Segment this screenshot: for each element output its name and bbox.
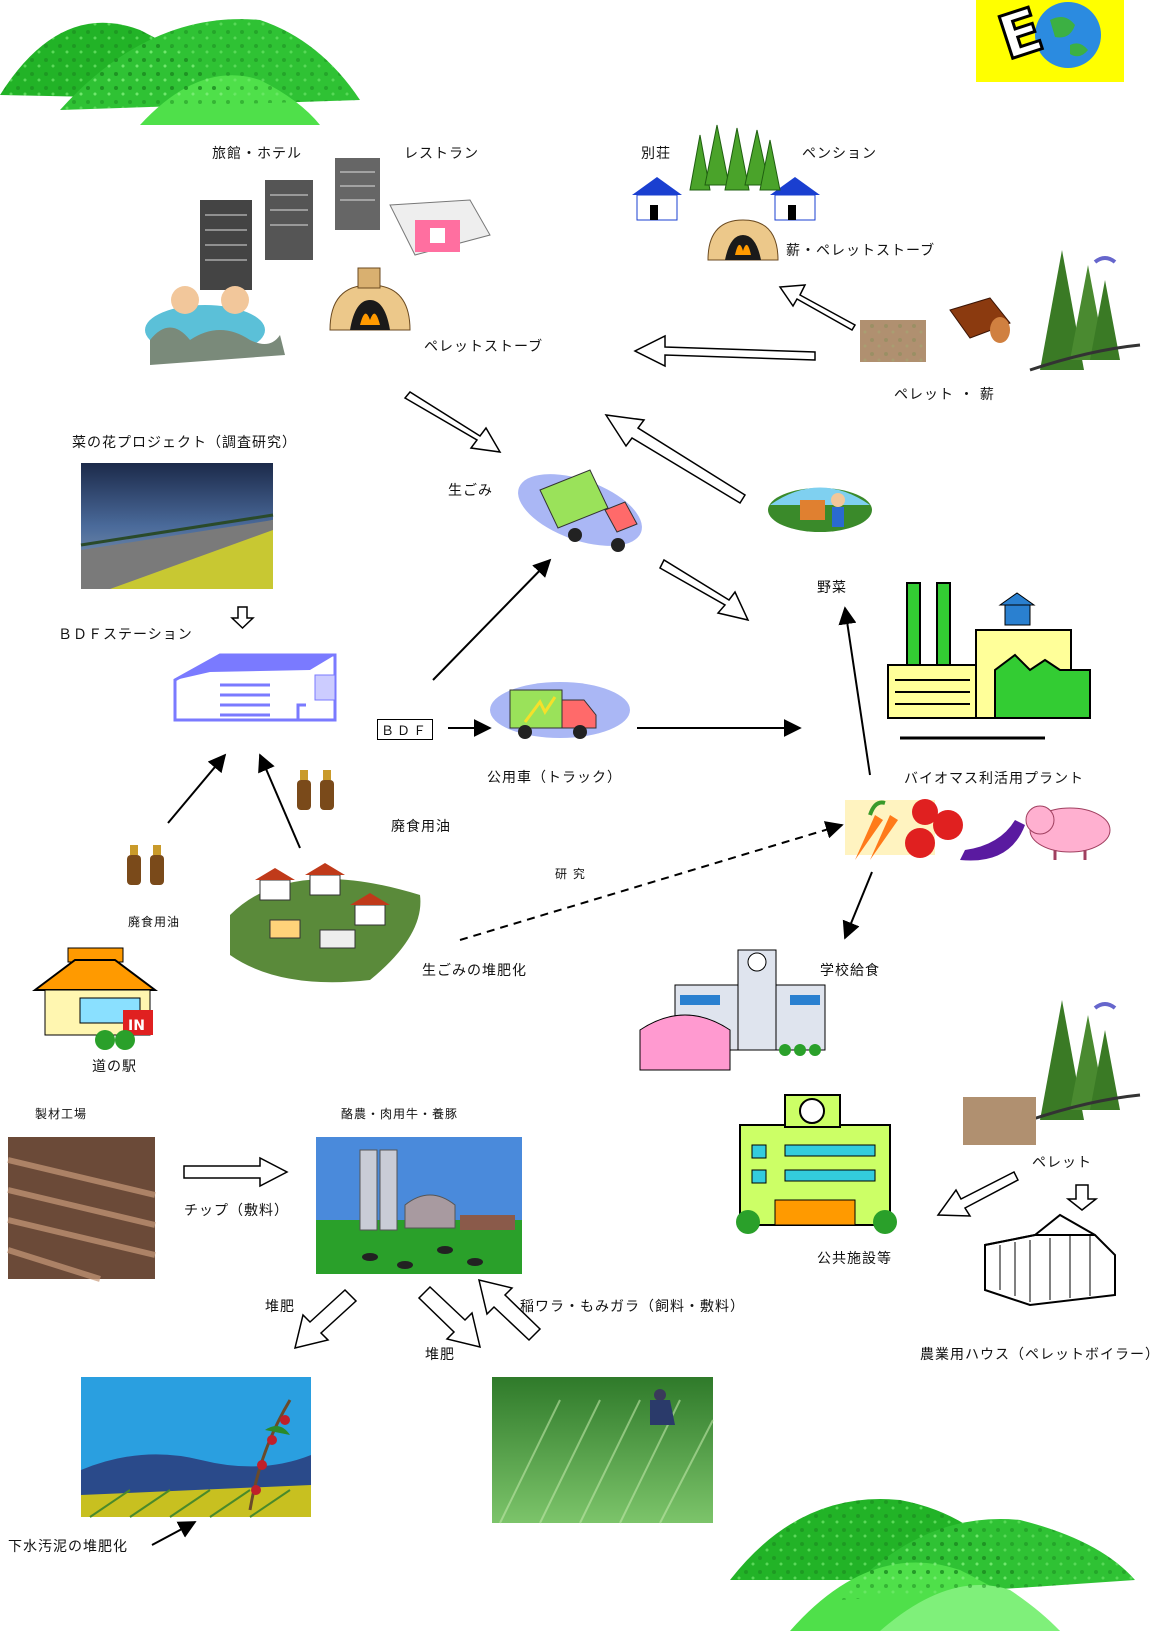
- svg-text:IN: IN: [128, 1018, 145, 1034]
- line-arrows: [151, 558, 873, 1546]
- pellet-image-bottom: [963, 1097, 1036, 1145]
- arrow-plant-to-vegetables: [838, 606, 871, 776]
- hills-top-left: [0, 19, 360, 125]
- label-michinoeki: 道の駅: [92, 1059, 137, 1075]
- label-bdf-station: ＢＤＦステーション: [58, 627, 193, 643]
- label-compost-garbage: 生ごみの堆肥化: [422, 963, 527, 979]
- arrow-produce-to-school: [842, 871, 873, 940]
- hollow-arrow-compost-left: [293, 1288, 358, 1350]
- oil-bottles-icon-1: [297, 770, 334, 810]
- sewage-compost-picture: [81, 1377, 311, 1518]
- label-public-facilities: 公共施設等: [817, 1251, 892, 1267]
- hollow-arrow-down-nanohana: [230, 606, 255, 630]
- vegetable-delivery-icon: [768, 487, 872, 532]
- hollow-arrow-straw-up: [477, 1278, 542, 1342]
- label-waste-oil-2: 廃食用油: [128, 915, 181, 929]
- public-truck-icon: [490, 682, 630, 739]
- hollow-arrow-hotels-to-garbage: [403, 391, 502, 453]
- label-yasai: 野菜: [817, 580, 847, 596]
- hollow-arrow-chip: [183, 1156, 289, 1188]
- forest-icon-top: [689, 124, 781, 191]
- eco-logo: E: [976, 0, 1124, 82]
- label-sewage: 下水汚泥の堆肥化: [8, 1539, 128, 1555]
- bdf-station-icon: [173, 653, 337, 722]
- label-pellet-stove: ペレットストーブ: [424, 339, 544, 355]
- label-ryokan-hotel: 旅館・ホテル: [212, 146, 302, 162]
- label-nanohana-project: 菜の花プロジェクト（調査研究）: [72, 435, 297, 451]
- pellet-image-top: [860, 320, 926, 362]
- hollow-arrow-pellet-to-villa: [778, 284, 857, 332]
- garbage-truck-icon: [518, 469, 642, 552]
- restaurant-icon: [389, 199, 491, 256]
- label-pension: ペンション: [802, 146, 877, 162]
- label-sawmill: 製材工場: [35, 1107, 88, 1121]
- hollow-arrow-compost-down: [417, 1285, 482, 1349]
- label-public-truck: 公用車（トラック）: [487, 770, 622, 786]
- label-bdf-box: ＢＤＦ: [377, 719, 434, 740]
- hollow-arrow-veg-to-hotels: [604, 414, 747, 505]
- dairy-farm-picture: [316, 1137, 522, 1274]
- school-icon: [639, 949, 826, 1071]
- hollow-arrow-truck-to-plant: [659, 558, 750, 622]
- rice-field-photo: [492, 1377, 714, 1524]
- forest-icon-right-bottom: [1029, 1000, 1141, 1122]
- hollow-arrow-down-pellet: [1065, 1184, 1099, 1211]
- hollow-arrow-pellet-to-hotels: [633, 334, 816, 368]
- forest-icon-right-top: [1029, 250, 1141, 372]
- arrow-bdf-to-garbage-truck: [432, 558, 552, 681]
- public-facility-icon: [736, 1094, 897, 1234]
- label-bessou: 別荘: [641, 146, 671, 162]
- hotels-icon: [145, 158, 380, 365]
- arrow-sewage: [151, 1521, 197, 1546]
- label-biomass-plant: バイオマス利活用プラント: [904, 771, 1084, 787]
- nanohana-photo: [80, 463, 274, 589]
- produce-icons: [845, 799, 1111, 861]
- greenhouse-icon: [984, 1213, 1116, 1307]
- label-waste-oil-1: 廃食用油: [391, 819, 451, 835]
- residential-area-icon: [230, 863, 421, 983]
- villa-icon-right: [770, 177, 820, 221]
- villa-icon-left: [632, 177, 682, 221]
- label-dairy: 酪農・肉用牛・養豚: [341, 1107, 459, 1121]
- pellet-stove-icon-left: [329, 267, 411, 331]
- label-research: 研 究: [555, 867, 586, 881]
- label-straw: 稲ワラ・もみガラ（飼料・敷料）: [520, 1299, 745, 1315]
- label-pellet-firewood: ペレット ・ 薪: [894, 387, 995, 403]
- roadside-station-icon: IN: [32, 947, 158, 1050]
- firewood-stove-icon: [707, 219, 779, 261]
- firewood-logs-icon: [949, 297, 1011, 343]
- label-pellet: ペレット: [1032, 1155, 1092, 1171]
- label-restaurant: レストラン: [404, 146, 479, 162]
- oil-bottles-icon-2: [127, 845, 164, 885]
- label-school-lunch: 学校給食: [820, 963, 880, 979]
- label-farm-house: 農業用ハウス（ペレットボイラー）: [920, 1347, 1160, 1363]
- label-firewood-stove: 薪・ペレットストーブ: [786, 243, 936, 259]
- hollow-arrow-pellet-to-facility: [936, 1170, 1019, 1217]
- label-compost-1: 堆肥: [265, 1299, 295, 1315]
- hills-bottom-right: [730, 1499, 1135, 1631]
- label-chip: チップ（敷料）: [184, 1203, 289, 1219]
- arrow-compost-research-dashed: [459, 821, 844, 941]
- label-compost-2: 堆肥: [425, 1347, 455, 1363]
- arrow-houses-to-station: [258, 753, 301, 849]
- arrow-oil-to-station: [167, 753, 227, 824]
- biomass-plant-icon: [887, 582, 1091, 740]
- label-namagomi: 生ごみ: [448, 483, 493, 499]
- sawmill-photo: [7, 1137, 156, 1282]
